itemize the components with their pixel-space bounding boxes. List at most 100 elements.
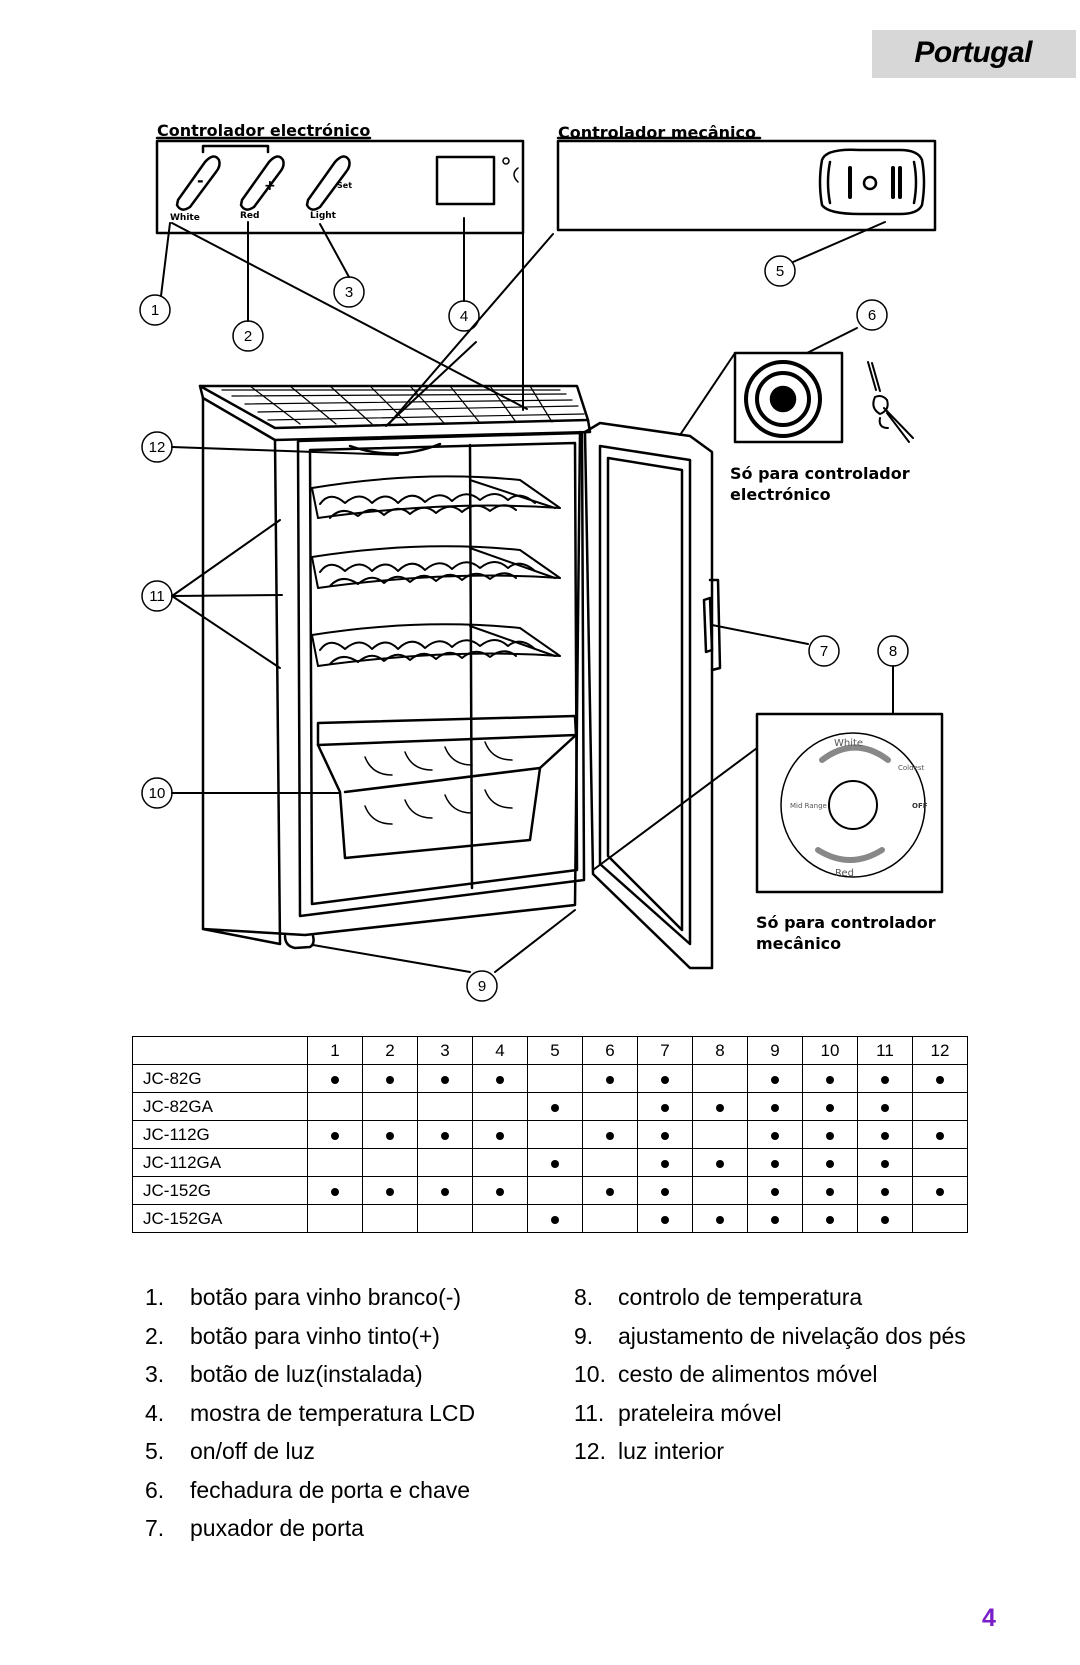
- feature-dot: [441, 1075, 449, 1084]
- feature-cell: [582, 1064, 638, 1093]
- feature-cell: [802, 1148, 858, 1177]
- feature-cell: [747, 1120, 803, 1149]
- feature-dot: [661, 1215, 669, 1224]
- feature-dot: [936, 1187, 944, 1196]
- light-button-label: Light: [310, 211, 337, 221]
- callout-10: 10: [149, 785, 166, 802]
- feature-dot: [606, 1075, 614, 1084]
- feature-cell: [802, 1120, 858, 1149]
- only-electronic-note: Só para controlador electrónico: [730, 463, 910, 505]
- feature-dot: [826, 1131, 834, 1140]
- table-row: JC-112GA: [132, 1148, 968, 1177]
- feature-cell: [527, 1120, 583, 1149]
- feature-dot: [386, 1131, 394, 1140]
- feature-dot: [716, 1159, 724, 1168]
- legend-number: 8.: [574, 1284, 594, 1310]
- legend-text: prateleira móvel: [618, 1399, 782, 1426]
- feature-dot: [441, 1131, 449, 1140]
- feature-dot: [826, 1187, 834, 1196]
- feature-cell: [747, 1064, 803, 1093]
- legend-item: 11.prateleira móvel: [574, 1394, 966, 1433]
- callout-11: 11: [149, 588, 165, 605]
- column-header: 5: [527, 1036, 583, 1065]
- feature-cell: [857, 1176, 913, 1205]
- legend-text: mostra de temperatura LCD: [190, 1399, 476, 1426]
- feature-cell: [307, 1092, 363, 1121]
- feature-cell: [527, 1204, 583, 1233]
- mechanical-controller-label: Controlador mecânico: [558, 123, 756, 142]
- language-label: Portugal: [914, 36, 1032, 69]
- legend-text: on/off de luz: [190, 1438, 315, 1464]
- feature-dot: [936, 1075, 944, 1084]
- callout-2: 2: [244, 328, 252, 345]
- column-header: 8: [692, 1036, 748, 1065]
- feature-cell: [417, 1120, 473, 1149]
- table-row: JC-152G: [132, 1176, 968, 1205]
- callout-4: 4: [460, 308, 468, 325]
- feature-dot: [496, 1187, 504, 1196]
- legend-item: 12.luz interior: [574, 1432, 966, 1471]
- column-header: 12: [912, 1036, 968, 1065]
- page-number: 4: [982, 1604, 996, 1632]
- feature-cell: [912, 1148, 968, 1177]
- callout-5: 5: [776, 263, 784, 280]
- minus-label: -: [197, 171, 204, 190]
- callout-7: 7: [820, 643, 828, 660]
- feature-dot: [771, 1131, 779, 1140]
- feature-dot: [771, 1159, 779, 1168]
- feature-dot: [551, 1103, 559, 1112]
- model-name: JC-82G: [132, 1064, 308, 1093]
- column-header: 7: [637, 1036, 693, 1065]
- legend-number: 10.: [574, 1361, 606, 1387]
- feature-cell: [472, 1092, 528, 1121]
- legend-number: 3.: [145, 1361, 165, 1387]
- feature-cell: [692, 1064, 748, 1093]
- feature-dot: [716, 1103, 724, 1112]
- legend-text: fechadura de porta e chave: [190, 1476, 471, 1503]
- feature-dot: [771, 1075, 779, 1084]
- language-tab: Portugal: [872, 30, 1076, 78]
- dial-red: Red: [835, 868, 854, 879]
- feature-cell: [912, 1204, 968, 1233]
- feature-cell: [362, 1120, 418, 1149]
- feature-cell: [527, 1176, 583, 1205]
- feature-cell: [692, 1092, 748, 1121]
- feature-cell: [912, 1176, 968, 1205]
- feature-dot: [826, 1159, 834, 1168]
- legend-item: 6.fechadura de porta e chave: [145, 1471, 475, 1510]
- legend-item: 8. controlo de temperatura: [574, 1278, 966, 1317]
- feature-cell: [362, 1148, 418, 1177]
- feature-cell: [637, 1204, 693, 1233]
- legend-left: 1.botão para vinho branco(-)2.botão para…: [145, 1278, 475, 1548]
- dial-white: White: [834, 738, 863, 749]
- feature-cell: [802, 1064, 858, 1093]
- feature-dot: [936, 1131, 944, 1140]
- feature-cell: [637, 1148, 693, 1177]
- feature-dot: [826, 1103, 834, 1112]
- legend-item: 5.on/off de luz: [145, 1432, 475, 1471]
- feature-cell: [582, 1176, 638, 1205]
- set-label: Set: [337, 181, 352, 190]
- feature-cell: [527, 1148, 583, 1177]
- feature-dot: [881, 1215, 889, 1224]
- legend-number: 12.: [574, 1438, 606, 1464]
- feature-cell: [472, 1176, 528, 1205]
- feature-cell: [362, 1064, 418, 1093]
- legend-text: cesto de alimentos móvel: [618, 1361, 878, 1387]
- legend-text: controlo de temperatura: [618, 1284, 863, 1310]
- feature-dot: [661, 1131, 669, 1140]
- feature-cell: [417, 1148, 473, 1177]
- feature-cell: [912, 1064, 968, 1093]
- legend-item: 1.botão para vinho branco(-): [145, 1278, 475, 1317]
- feature-cell: [692, 1176, 748, 1205]
- feature-cell: [527, 1064, 583, 1093]
- legend-number: 7.: [145, 1515, 165, 1541]
- feature-cell: [692, 1204, 748, 1233]
- feature-dot: [331, 1075, 339, 1084]
- feature-cell: [362, 1092, 418, 1121]
- dial-detail: [755, 712, 944, 894]
- feature-cell: [857, 1064, 913, 1093]
- legend-item: 2.botão para vinho tinto(+): [145, 1317, 475, 1356]
- feature-dot: [881, 1159, 889, 1168]
